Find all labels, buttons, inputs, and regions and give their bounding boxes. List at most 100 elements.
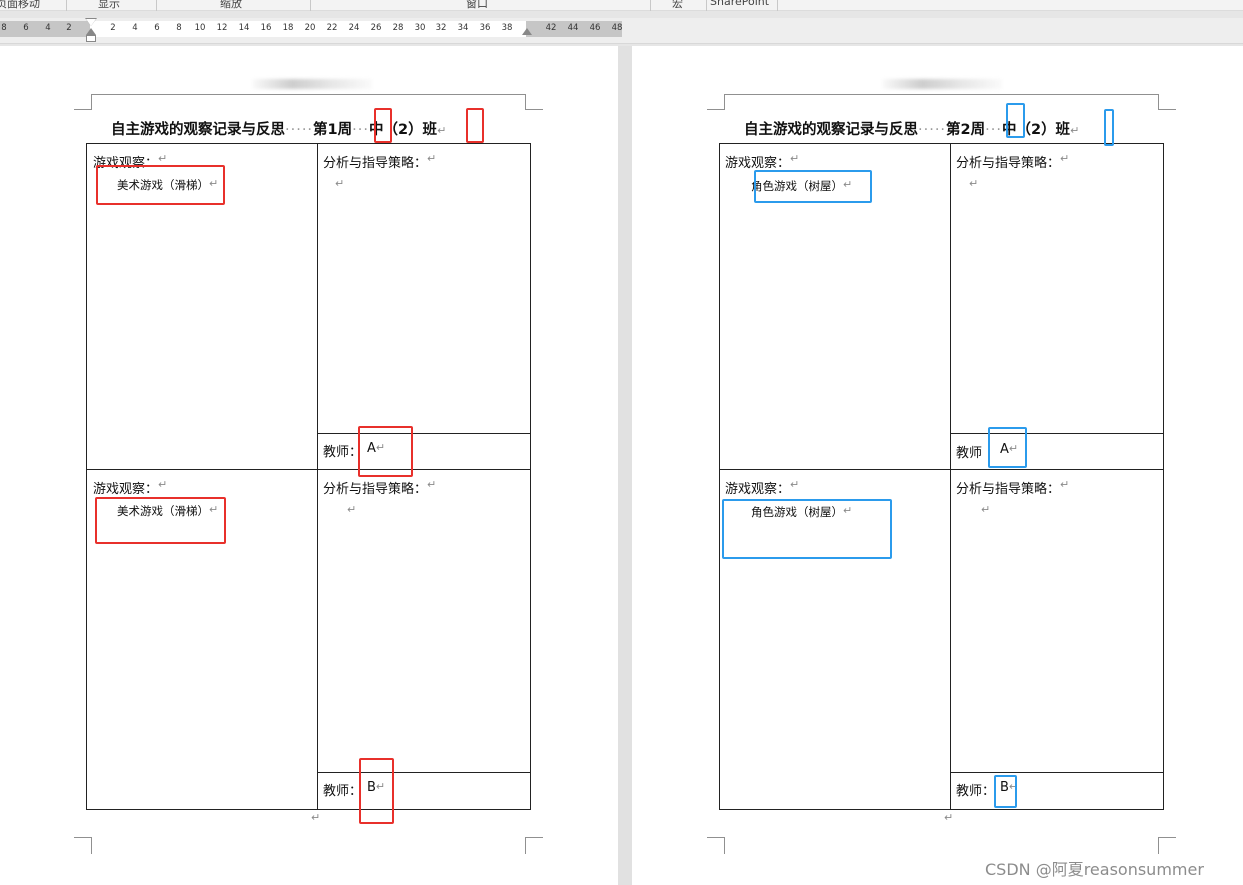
mid-dots: ··· [352, 122, 369, 138]
ribbon-separator [156, 0, 157, 11]
week-number: 1 [327, 122, 338, 138]
game-name[interactable]: 角色游戏（树屋）↵ [751, 504, 853, 519]
highlight-teacher-name [358, 426, 413, 477]
horizontal-ruler[interactable]: 8 6 4 2 2 4 6 8 10 12 14 16 18 20 22 24 … [0, 18, 1243, 44]
teacher-name[interactable]: B↵ [367, 780, 386, 795]
right-indent-marker[interactable] [522, 28, 532, 35]
week-suffix: 周 [337, 122, 353, 138]
hanging-indent-marker[interactable] [86, 28, 96, 35]
highlight-week-number [1006, 103, 1025, 138]
class-number: 2 [397, 122, 409, 138]
game-name[interactable]: 美术游戏（滑梯）↵ [117, 177, 219, 192]
teacher-row-divider [950, 433, 1164, 434]
ruler-number: 16 [260, 23, 272, 33]
ribbon-separator [66, 0, 67, 11]
row-divider [719, 469, 1164, 470]
ribbon-group-sharepoint[interactable]: SharePoint [710, 0, 770, 8]
game-name[interactable]: 美术游戏（滑梯）↵ [117, 503, 219, 518]
ruler-number: 34 [457, 23, 469, 33]
row-divider [86, 469, 531, 470]
ruler-number: 32 [435, 23, 447, 33]
analysis-label: 分析与指导策略： ↵ [323, 152, 437, 171]
ribbon-group-window[interactable]: 窗口 [466, 0, 488, 10]
observe-label: 游戏观察： ↵ [725, 152, 800, 171]
blurred-header-text [882, 79, 1002, 89]
end-paragraph-mark: ↵ [311, 811, 321, 824]
teacher-row-divider [950, 772, 1164, 773]
teacher-name[interactable]: A↵ [1000, 442, 1019, 457]
column-divider [317, 143, 318, 810]
left-indent-marker[interactable] [86, 35, 96, 42]
ruler-number: 4 [45, 23, 51, 33]
highlight-game-name [95, 497, 226, 544]
teacher-label: 教师： [323, 784, 363, 799]
game-name[interactable]: 角色游戏（树屋）↵ [751, 178, 853, 193]
paragraph-mark: ↵ [1070, 124, 1080, 137]
analysis-label: 分析与指导策略： ↵ [956, 152, 1070, 171]
observation-table [719, 143, 1164, 810]
document-page-1[interactable]: 自主游戏的观察记录与反思·····第1周···中（2）班↵ 游戏观察： ↵ 美术… [0, 46, 618, 885]
observe-label: 游戏观察： ↵ [93, 152, 168, 171]
class-suffix: ）班 [1041, 122, 1071, 138]
ruler-number: 2 [66, 23, 72, 33]
teacher-row-divider [317, 433, 531, 434]
ruler-number: 6 [23, 23, 29, 33]
class-suffix: ）班 [408, 122, 438, 138]
teacher-row-divider [317, 772, 531, 773]
observe-label: 游戏观察： ↵ [725, 478, 800, 497]
ribbon-group-show[interactable]: 显示 [98, 0, 120, 10]
analysis-label: 分析与指导策略： ↵ [323, 478, 437, 497]
teacher-label: 教师 [956, 446, 983, 461]
document-page-2[interactable]: 自主游戏的观察记录与反思·····第2周···中（2）班↵ 游戏观察： ↵ 角色… [632, 46, 1243, 885]
ribbon-separator [650, 0, 651, 11]
teacher-name[interactable]: A↵ [367, 441, 386, 456]
csdn-watermark: CSDN @阿夏reasonsummer [985, 860, 1204, 879]
ruler-number: 36 [479, 23, 491, 33]
ruler-left-margin [0, 21, 90, 37]
ruler-number: 26 [370, 23, 382, 33]
week-suffix: 周 [970, 122, 986, 138]
page-gutter [618, 46, 632, 885]
ruler-number: 14 [238, 23, 250, 33]
empty-paragraph-mark: ↵ [347, 503, 357, 516]
ribbon-group-zoom[interactable]: 缩放 [220, 0, 242, 10]
ruler-text-area [90, 21, 526, 37]
ruler-number: 28 [392, 23, 404, 33]
teacher-name[interactable]: B↵ [1000, 780, 1019, 795]
ruler-number: 44 [567, 23, 579, 33]
week-prefix: 第 [313, 122, 328, 138]
teacher-label: 教师： [323, 445, 363, 460]
paragraph-mark: ↵ [437, 124, 447, 137]
analysis-label: 分析与指导策略： ↵ [956, 478, 1070, 497]
ruler-number: 24 [348, 23, 360, 33]
mid-dots: ··· [985, 122, 1002, 138]
ruler-right-margin [526, 21, 622, 37]
page-title: 自主游戏的观察记录与反思·····第2周···中（2）班↵ [744, 118, 1079, 139]
end-paragraph-mark: ↵ [944, 811, 954, 824]
ribbon-separator [310, 0, 311, 11]
ruler-number: 48 [611, 23, 623, 33]
ruler-number: 46 [589, 23, 601, 33]
ribbon-separator [706, 0, 707, 11]
ruler-number: 12 [216, 23, 228, 33]
blurred-header-text [252, 79, 372, 89]
highlight-teacher-name [988, 427, 1027, 468]
highlight-teacher-name [994, 775, 1017, 808]
teacher-label: 教师： [956, 784, 996, 799]
class-number: 2 [1030, 122, 1042, 138]
ruler-number: 38 [501, 23, 513, 33]
highlight-class-number [1104, 109, 1114, 146]
ribbon-separator [777, 0, 778, 11]
ruler-number: 42 [545, 23, 557, 33]
observe-label: 游戏观察： ↵ [93, 478, 168, 497]
ribbon-group-macro[interactable]: 宏 [672, 0, 683, 10]
page-title: 自主游戏的观察记录与反思·····第1周···中（2）班↵ [111, 118, 446, 139]
highlight-class-number [466, 108, 484, 143]
ruler-number: 18 [282, 23, 294, 33]
ruler-number: 10 [194, 23, 206, 33]
highlight-teacher-name [359, 758, 394, 824]
ruler-number: 8 [176, 23, 182, 33]
observation-table [86, 143, 531, 810]
ruler-number: 22 [326, 23, 338, 33]
ribbon-group-page-move[interactable]: 页面移动 [0, 0, 40, 10]
